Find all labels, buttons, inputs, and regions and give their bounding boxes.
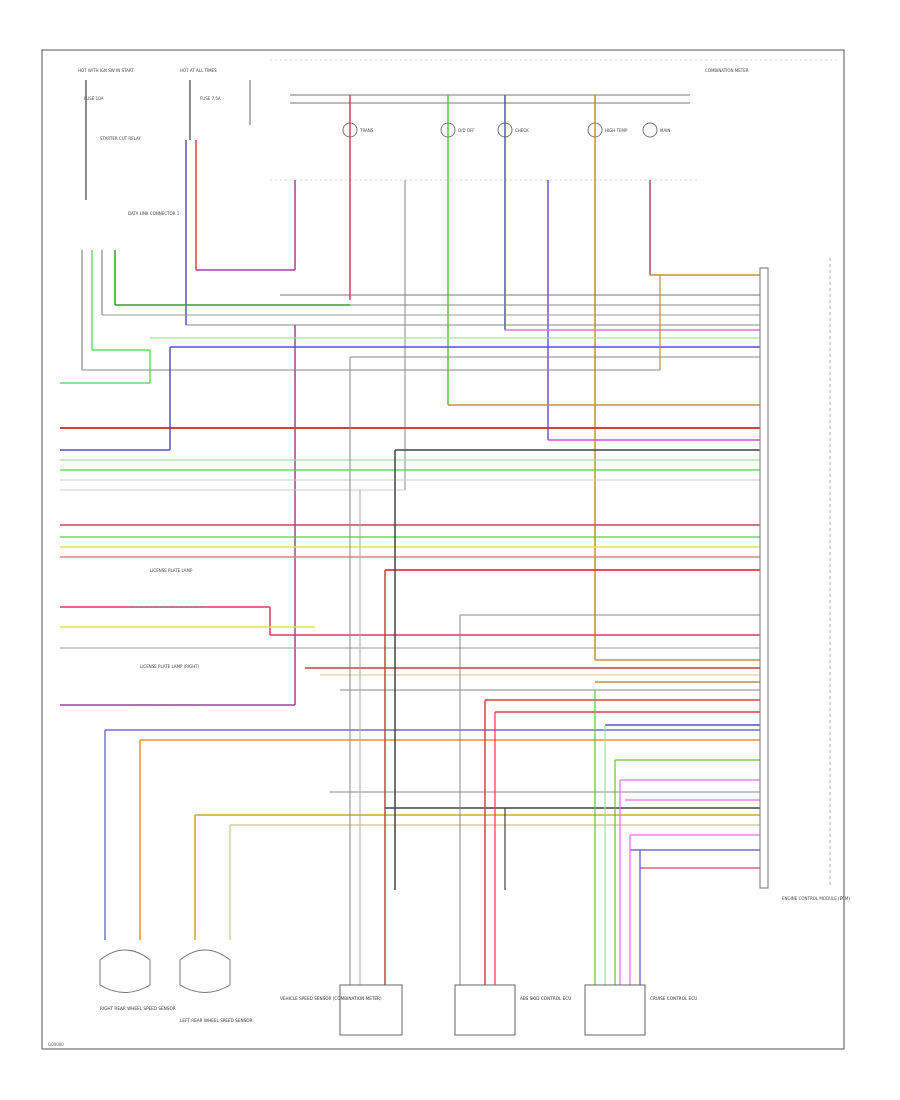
bottom-components: RIGHT REAR WHEEL SPEED SENSOR LEFT REAR … [99,949,697,1036]
component-label-0: RIGHT REAR WHEEL SPEED SENSOR [100,1006,176,1011]
right-rear-sensor-shape [99,949,151,993]
combination-meter-label: COMBINATION METER [705,68,749,73]
license-plate-lamp-label: LICENSE PLATE LAMP [150,568,193,573]
component-label-3: ABS SKID CONTROL ECU [520,996,571,1001]
meter-lamps: TRANS O/D OFF CHECK HIGH TEMP MAIN [342,122,670,138]
footer-code: G00000 [48,1042,64,1047]
component-label-1: LEFT REAR WHEEL SPEED SENSOR [180,1018,253,1023]
license-plate-lamp-right-label: LICENSE PLATE LAMP (RIGHT) [140,664,200,669]
data-link-connector-label: DATA LINK CONNECTOR 1 [128,211,180,216]
component-label-4: CRUISE CONTROL ECU [650,996,697,1001]
left-fuse-label: FUSE 10A [84,96,104,101]
meter-wire-risers [294,95,651,660]
ecm-label: ENGINE CONTROL MODULE (ECM) [782,896,850,901]
abs-ecu-box [454,984,516,1036]
right-fuse-label: FUSE 7.5A [200,96,221,101]
lamp-label-4: MAIN [660,128,670,133]
vertical-drops [104,357,641,985]
left-fuse-box-label: HOT WITH IGN SW IN START [78,68,134,73]
dlc-wires [81,140,295,370]
starter-cut-relay-label: STARTER CUT RELAY [100,136,141,141]
diagram-frame [41,49,845,1050]
horizontal-wires [60,274,760,869]
lamp-main [642,122,658,138]
lamp-label-2: CHECK [515,128,529,133]
cruise-control-ecu-box [584,984,646,1036]
lamp-label-3: HIGH TEMP [605,128,628,133]
right-fuse-box-label: HOT AT ALL TIMES [180,68,217,73]
lamp-label-1: O/D OFF [458,128,475,133]
ecm-connector [759,267,769,889]
left-rear-sensor-shape [179,949,231,993]
component-label-2: VEHICLE SPEED SENSOR (COMBINATION METER) [280,996,382,1001]
lamp-label-0: TRANS [359,128,374,133]
vehicle-speed-sensor-box [339,984,403,1036]
